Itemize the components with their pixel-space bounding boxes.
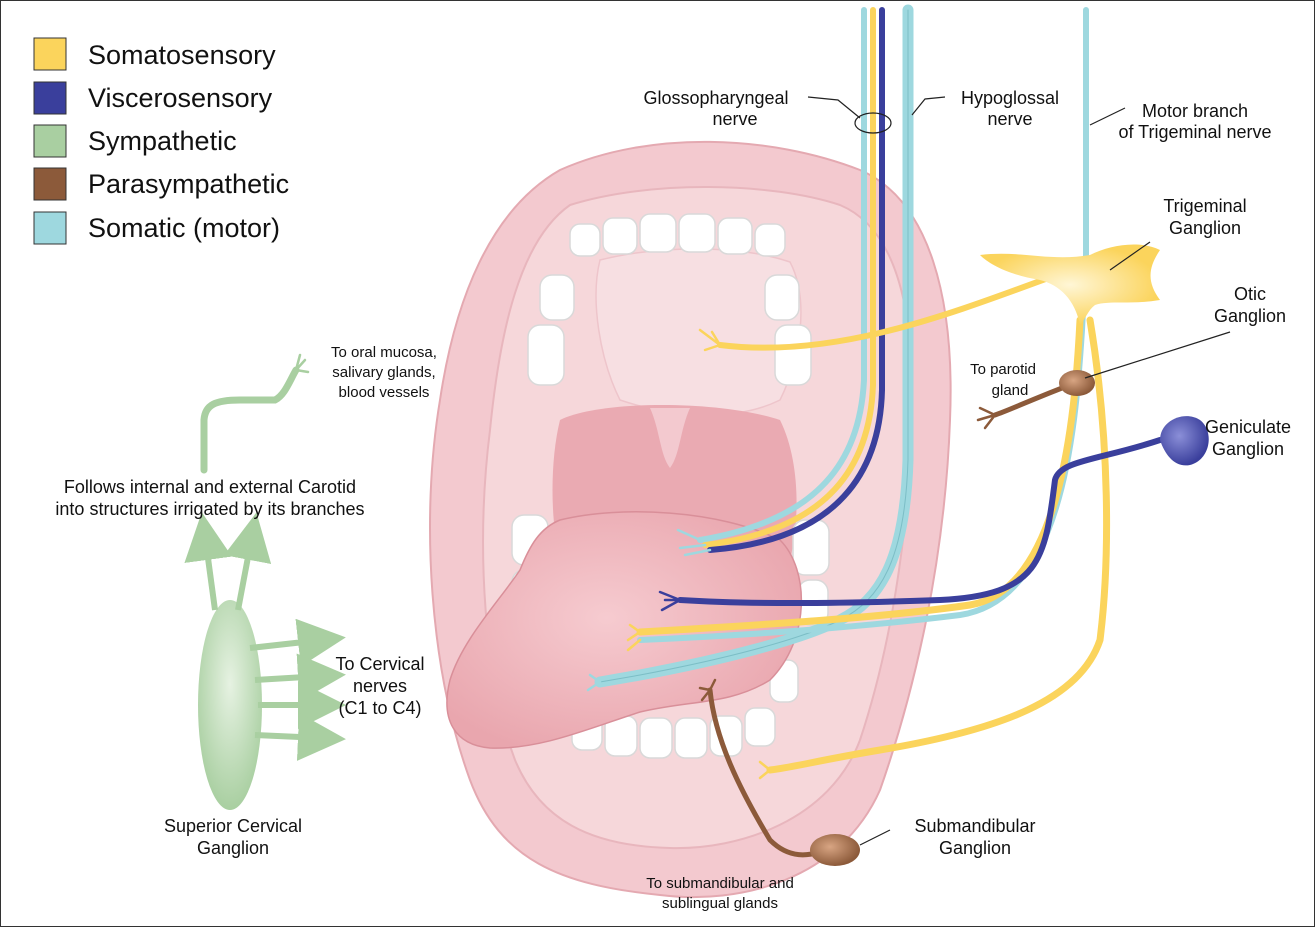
legend-item-sympathetic: Sympathetic	[34, 125, 237, 157]
cervical-label-line3: (C1 to C4)	[338, 698, 421, 718]
submandibular-ganglion-label-line2: Ganglion	[939, 838, 1011, 858]
glossopharyngeal-label-line2: nerve	[712, 109, 757, 129]
legend-swatch-somatic-motor	[34, 212, 66, 244]
legend-label-parasympathetic: Parasympathetic	[88, 169, 289, 199]
carotid-label-line2: into structures irrigated by its branche…	[55, 499, 364, 519]
hypoglossal-label-line1: Hypoglossal	[961, 88, 1059, 108]
legend-swatch-parasympathetic	[34, 168, 66, 200]
glossopharyngeal-label-line1: Glossopharyngeal	[643, 88, 788, 108]
hard-palate	[596, 249, 801, 415]
submandibular-ganglion-label-line1: Submandibular	[914, 816, 1035, 836]
otic-ganglion-label-line2: Ganglion	[1214, 306, 1286, 326]
hypoglossal-label-line2: nerve	[987, 109, 1032, 129]
sublingual-label-line1: To submandibular and	[646, 875, 794, 892]
legend-swatch-sympathetic	[34, 125, 66, 157]
parotid-label-line1: To parotid	[970, 361, 1036, 378]
cervical-label-line1: To Cervical	[335, 654, 424, 674]
sublingual-label-line2: sublingual glands	[662, 895, 778, 912]
legend-item-parasympathetic: Parasympathetic	[34, 168, 289, 200]
cervical-label-line2: nerves	[353, 676, 407, 696]
trigeminal-ganglion	[980, 245, 1160, 325]
carotid-label-line1: Follows internal and external Carotid	[64, 477, 356, 497]
legend-label-viscerosensory: Viscerosensory	[88, 83, 273, 113]
trigeminal-ganglion-label-line2: Ganglion	[1169, 218, 1241, 238]
legend-label-sympathetic: Sympathetic	[88, 126, 237, 156]
legend: Somatosensory Viscerosensory Sympathetic…	[34, 38, 289, 244]
legend-label-somatic-motor: Somatic (motor)	[88, 213, 280, 243]
otic-ganglion-label-line1: Otic	[1234, 284, 1266, 304]
legend-item-somatic-motor: Somatic (motor)	[34, 212, 280, 244]
superior-cervical-label-line2: Ganglion	[197, 838, 269, 858]
legend-item-somatosensory: Somatosensory	[34, 38, 276, 70]
motor-trigeminal-label-line2: of Trigeminal nerve	[1118, 122, 1271, 142]
legend-label-somatosensory: Somatosensory	[88, 40, 276, 70]
geniculate-ganglion-label-line2: Ganglion	[1212, 439, 1284, 459]
legend-swatch-somatosensory	[34, 38, 66, 70]
otic-ganglion	[1059, 370, 1095, 396]
sympathetic-carotid-branch	[204, 370, 296, 470]
oral-mucosa-label-line1: To oral mucosa,	[331, 344, 437, 361]
superior-cervical-label-line1: Superior Cervical	[164, 816, 302, 836]
geniculate-ganglion-label-line1: Geniculate	[1205, 417, 1291, 437]
superior-cervical-ganglion	[198, 600, 262, 810]
trigeminal-ganglion-label-line1: Trigeminal	[1163, 196, 1246, 216]
motor-trigeminal-label-line1: Motor branch	[1142, 101, 1248, 121]
parotid-label-line2: gland	[992, 382, 1029, 399]
legend-swatch-viscerosensory	[34, 82, 66, 114]
geniculate-ganglion	[1160, 416, 1209, 465]
submandibular-ganglion	[810, 834, 860, 866]
legend-item-viscerosensory: Viscerosensory	[34, 82, 273, 114]
oral-mucosa-label-line2: salivary glands,	[332, 364, 435, 381]
oral-mucosa-label-line3: blood vessels	[339, 384, 430, 401]
